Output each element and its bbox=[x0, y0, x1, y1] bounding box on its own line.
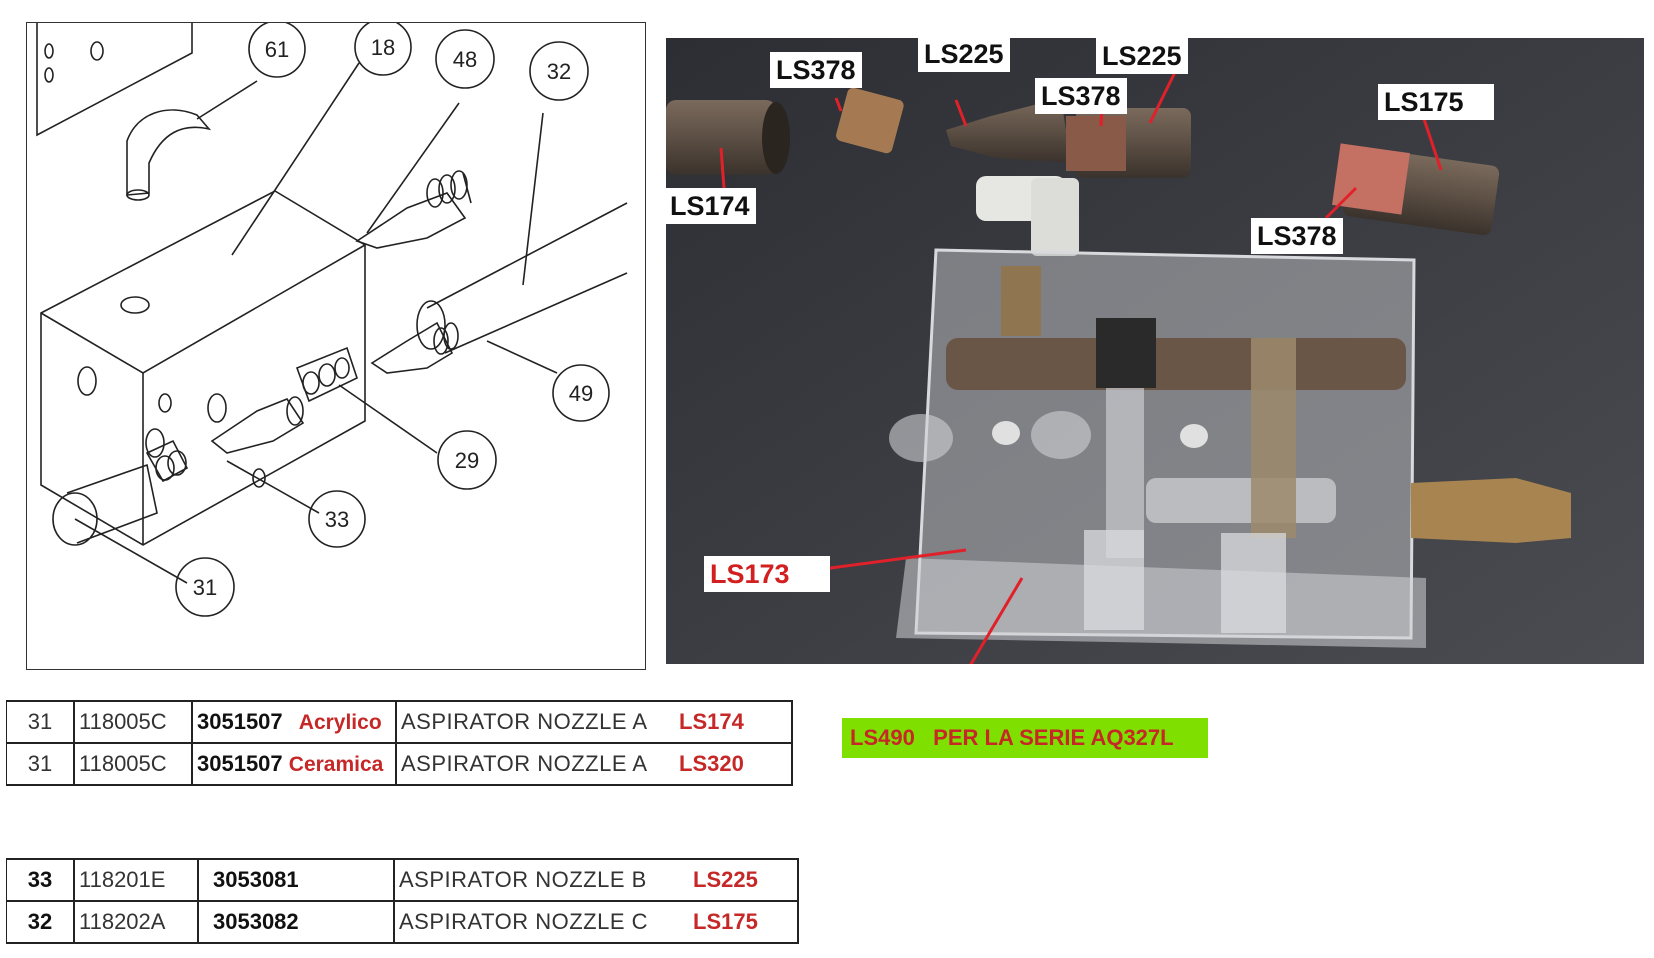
table-row: 31 118005C 3051507 Ceramica ASPIRATOR NO… bbox=[6, 743, 793, 786]
cell-desc: ASPIRATOR NOZZLE C bbox=[394, 901, 689, 944]
cell-code: 3051507 bbox=[197, 751, 283, 776]
cell-code: 3053081 bbox=[198, 858, 395, 902]
cell-desc: ASPIRATOR NOZZLE B bbox=[394, 858, 689, 902]
callout-ls175: LS175 bbox=[1378, 84, 1494, 120]
cell-material: Ceramica bbox=[288, 753, 384, 776]
cell-pos: 31 bbox=[6, 700, 75, 744]
balloon-61: 61 bbox=[265, 37, 289, 62]
callout-ls225-right: LS225 bbox=[1096, 38, 1188, 74]
balloon-29: 29 bbox=[455, 448, 479, 473]
callout-ls174: LS174 bbox=[666, 188, 756, 224]
ls490-note: LS490 PER LA SERIE AQ327L bbox=[842, 718, 1208, 758]
cell-ref: 118005C bbox=[74, 743, 193, 786]
cell-desc: ASPIRATOR NOZZLE A bbox=[396, 743, 675, 786]
table-row: 33 118201E 3053081 ASPIRATOR NOZZLE B LS… bbox=[6, 858, 799, 902]
cell-code: 3051507 bbox=[197, 709, 283, 734]
cell-ref: 118201E bbox=[74, 858, 199, 902]
balloon-48: 48 bbox=[453, 47, 477, 72]
callout-ls173: LS173 bbox=[704, 556, 830, 592]
cell-ls: LS320 bbox=[675, 743, 793, 786]
cell-ls: LS225 bbox=[689, 858, 799, 902]
balloon-18: 18 bbox=[371, 35, 395, 60]
table-row: 32 118202A 3053082 ASPIRATOR NOZZLE C LS… bbox=[6, 901, 799, 944]
balloon-31: 31 bbox=[193, 575, 217, 600]
cell-ls: LS174 bbox=[675, 700, 793, 744]
callout-ls378-middle: LS378 bbox=[1035, 78, 1127, 114]
table-row: 31 118005C 3051507 Acrylico ASPIRATOR NO… bbox=[6, 700, 793, 744]
cone-ls225 bbox=[946, 98, 1071, 163]
brass-hose-barb bbox=[1411, 478, 1571, 543]
sleeve-ls378 bbox=[836, 87, 904, 154]
cell-pos: 32 bbox=[6, 901, 75, 944]
cell-ref: 118202A bbox=[74, 901, 199, 944]
cell-material: Acrylico bbox=[298, 711, 382, 734]
cell-ls: LS175 bbox=[689, 901, 799, 944]
cell-ref: 118005C bbox=[74, 700, 193, 744]
callout-ls225-left: LS225 bbox=[918, 38, 1010, 72]
exploded-diagram: 61 18 48 32 49 29 33 31 bbox=[36, 23, 628, 617]
cell-pos: 33 bbox=[6, 858, 75, 902]
balloon-49: 49 bbox=[569, 381, 593, 406]
exploded-diagram-panel: 61 18 48 32 49 29 33 31 bbox=[26, 22, 646, 670]
cell-pos: 31 bbox=[6, 743, 75, 786]
parts-table-nozzle-bc: 33 118201E 3053081 ASPIRATOR NOZZLE B LS… bbox=[6, 858, 799, 944]
balloon-33: 33 bbox=[325, 507, 349, 532]
parts-table-nozzle-a: 31 118005C 3051507 Acrylico ASPIRATOR NO… bbox=[6, 700, 793, 786]
callout-ls378-top: LS378 bbox=[770, 52, 862, 88]
nozzle-ls174 bbox=[666, 100, 776, 175]
cell-desc: ASPIRATOR NOZZLE A bbox=[396, 700, 675, 744]
callout-ls378-right: LS378 bbox=[1251, 218, 1343, 254]
cell-code: 3053082 bbox=[198, 901, 395, 944]
parts-photo: LS174 LS378 LS225 LS225 LS378 LS175 LS37… bbox=[666, 38, 1644, 664]
balloon-32: 32 bbox=[547, 59, 571, 84]
